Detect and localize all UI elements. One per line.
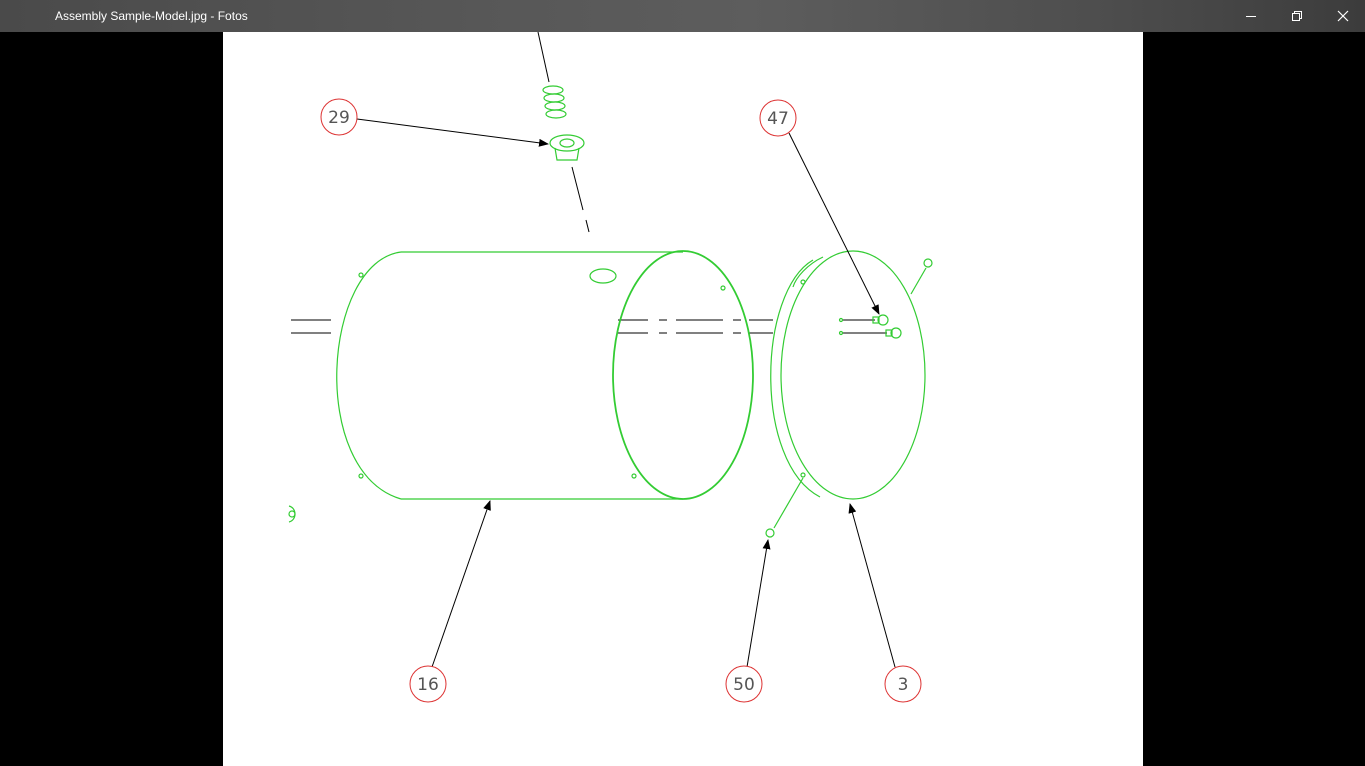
restore-button[interactable]: [1274, 0, 1320, 32]
balloon-label: 29: [328, 108, 350, 128]
leader-lines: [356, 118, 896, 668]
balloon-label: 3: [898, 675, 909, 695]
balloon-47: 47: [759, 99, 797, 137]
restore-icon: [1292, 11, 1302, 21]
minimize-button[interactable]: [1228, 0, 1274, 32]
window-title: Assembly Sample-Model.jpg - Fotos: [55, 9, 248, 23]
close-icon: [1337, 10, 1349, 22]
title-bar: Assembly Sample-Model.jpg - Fotos: [0, 0, 1365, 32]
item-balloons: 29 47 16 50 3: [320, 98, 922, 703]
balloon-label: 47: [767, 109, 789, 129]
balloon-label: 50: [733, 675, 755, 695]
center-lines: [291, 32, 887, 334]
minimize-icon: [1246, 16, 1256, 17]
balloon-50: 50: [725, 665, 763, 703]
assembly-drawing: 29 47 16 50 3: [288, 32, 933, 703]
close-button[interactable]: [1320, 0, 1365, 32]
balloon-label: 16: [417, 675, 439, 695]
balloon-3: 3: [884, 665, 922, 703]
balloon-16: 16: [409, 665, 447, 703]
displayed-image[interactable]: 29 47 16 50 3: [223, 32, 1143, 766]
balloon-29: 29: [320, 98, 358, 136]
part-geometry: [288, 85, 933, 538]
